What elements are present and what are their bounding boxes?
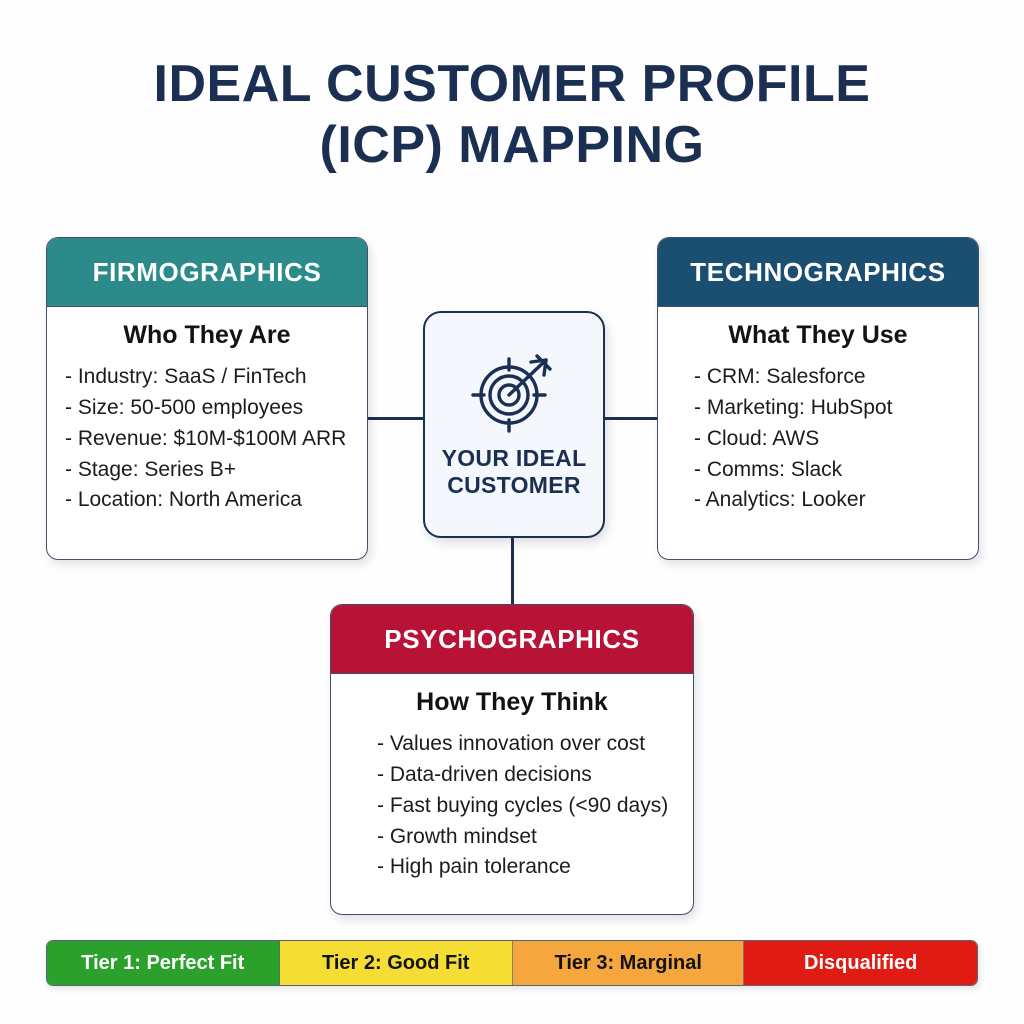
list-item: - Marketing: HubSpot	[694, 395, 893, 419]
card-subtitle-psychographics: How They Think	[416, 688, 608, 716]
list-item: - Analytics: Looker	[694, 488, 866, 512]
list-item: - Industry: SaaS / FinTech	[65, 365, 307, 388]
card-body-psychographics: How They Think - Values innovation over …	[331, 674, 693, 893]
hub-label: YOUR IDEAL CUSTOMER	[442, 445, 587, 499]
connector-hub-to-psychographics	[511, 536, 514, 606]
tier-legend-bar: Tier 1: Perfect Fit Tier 2: Good Fit Tie…	[46, 940, 978, 986]
list-item: - Location: North America	[65, 488, 302, 512]
connector-hub-to-technographics	[603, 417, 659, 420]
card-header-technographics: TECHNOGRAPHICS	[658, 238, 978, 307]
hub-label-line-1: YOUR IDEAL	[441, 444, 587, 471]
pillar-card-psychographics[interactable]: PSYCHOGRAPHICS How They Think - Values i…	[330, 604, 694, 915]
card-subtitle-technographics: What They Use	[728, 321, 908, 349]
card-subtitle-firmographics: Who They Are	[123, 321, 291, 349]
pillar-card-firmographics[interactable]: FIRMOGRAPHICS Who They Are - Industry: S…	[46, 237, 368, 560]
list-item: - Stage: Series B+	[65, 457, 237, 481]
card-list-firmographics: - Industry: SaaS / FinTech - Size: 50-50…	[59, 362, 355, 516]
card-list-technographics: - CRM: Salesforce - Marketing: HubSpot -…	[670, 362, 966, 516]
legend-segment-tier-2[interactable]: Tier 2: Good Fit	[279, 941, 513, 985]
list-item: - Revenue: $10M-$100M ARR	[65, 426, 347, 450]
page-title: IDEAL CUSTOMER PROFILE (ICP) MAPPING	[0, 54, 1024, 177]
list-item: - CRM: Salesforce	[694, 365, 866, 388]
list-item: - Values innovation over cost	[377, 732, 646, 755]
list-item: - Growth mindset	[377, 824, 537, 848]
card-header-firmographics: FIRMOGRAPHICS	[47, 238, 367, 307]
title-line-1: IDEAL CUSTOMER PROFILE	[153, 55, 871, 113]
legend-segment-disqualified[interactable]: Disqualified	[744, 941, 977, 985]
legend-segment-tier-1[interactable]: Tier 1: Perfect Fit	[47, 941, 280, 985]
card-header-psychographics: PSYCHOGRAPHICS	[331, 605, 693, 674]
target-arrow-icon	[467, 350, 561, 439]
pillar-card-technographics[interactable]: TECHNOGRAPHICS What They Use - CRM: Sale…	[657, 237, 979, 560]
list-item: - Comms: Slack	[694, 457, 843, 481]
list-item: - Size: 50-500 employees	[65, 395, 304, 419]
list-item: - Data-driven decisions	[377, 762, 592, 786]
hub-label-line-2: CUSTOMER	[447, 472, 581, 498]
connector-firmographics-to-hub	[368, 417, 425, 420]
title-line-2: (ICP) MAPPING	[319, 116, 705, 175]
card-body-firmographics: Who They Are - Industry: SaaS / FinTech …	[47, 307, 367, 526]
card-body-technographics: What They Use - CRM: Salesforce - Market…	[658, 307, 978, 526]
list-item: - High pain tolerance	[377, 855, 571, 879]
card-list-psychographics: - Values innovation over cost - Data-dri…	[343, 729, 681, 883]
list-item: - Fast buying cycles (<90 days)	[377, 793, 669, 817]
list-item: - Cloud: AWS	[694, 426, 820, 450]
center-hub-your-ideal-customer[interactable]: YOUR IDEAL CUSTOMER	[423, 311, 605, 538]
legend-segment-tier-3[interactable]: Tier 3: Marginal	[512, 941, 745, 985]
